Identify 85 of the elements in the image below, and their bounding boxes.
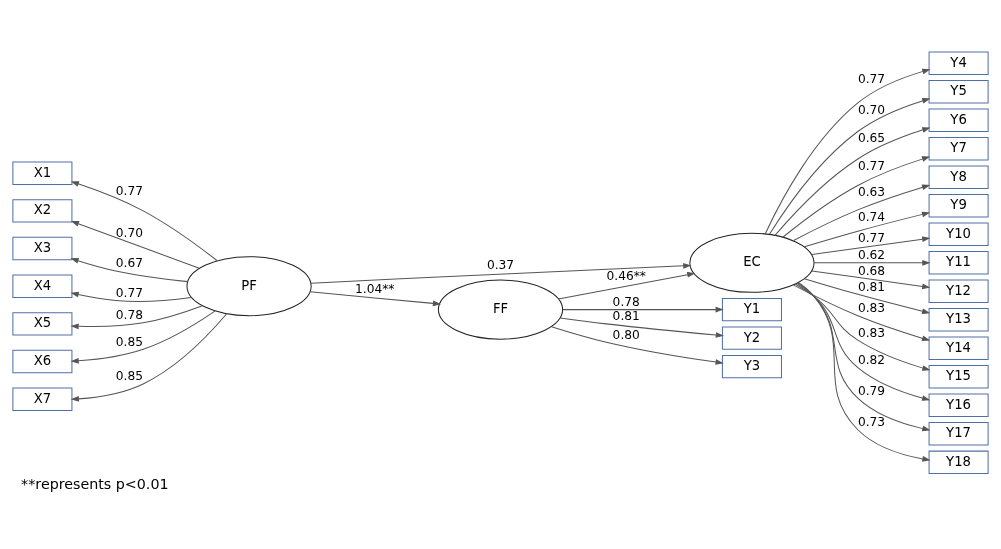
edge-label: 0.83	[857, 301, 886, 316]
edge-label: 1.04**	[355, 281, 395, 296]
edge-label: 0.77	[115, 184, 144, 199]
node-box: X4	[12, 274, 73, 298]
node-box: Y14	[928, 336, 989, 360]
node-box: Y7	[928, 137, 989, 161]
node-ellipse: PF	[186, 256, 312, 317]
edge-label: 0.81	[857, 279, 886, 294]
node-box: Y2	[721, 326, 782, 350]
arrow	[782, 156, 931, 238]
arrow	[562, 306, 724, 313]
arrow	[793, 284, 931, 341]
edge-label: 0.77	[115, 286, 144, 300]
arrow	[70, 313, 228, 402]
arrow	[797, 282, 931, 462]
node-box: X2	[12, 199, 73, 223]
edge-label: 0.68	[857, 263, 886, 278]
edge-label: 0.79	[857, 383, 886, 398]
edge-label: 0.82	[857, 353, 886, 368]
edge-label: 0.74	[857, 209, 886, 224]
edge-label: 0.37	[486, 257, 515, 272]
arrow	[764, 68, 931, 235]
arrow	[70, 258, 189, 283]
arrow	[803, 211, 931, 248]
arrow	[309, 291, 442, 307]
node-box: Y11	[928, 251, 989, 275]
node-box: Y18	[928, 450, 989, 474]
node-box: Y5	[928, 80, 989, 104]
edge-label: 0.70	[857, 102, 886, 117]
node-ellipse: FF	[437, 279, 564, 340]
node-box: Y17	[928, 422, 989, 446]
edge-label: 0.77	[857, 231, 886, 246]
arrow	[70, 310, 216, 364]
arrow	[803, 278, 931, 314]
arrow	[797, 282, 931, 432]
arrow	[310, 262, 692, 284]
node-box: Y13	[928, 308, 989, 332]
edge-label: 0.77	[857, 158, 886, 173]
edge-label: 0.62	[857, 248, 886, 263]
edge-label: 0.85	[115, 334, 144, 349]
arrow	[768, 98, 931, 235]
node-box: Y3	[721, 354, 782, 379]
edge-label: 0.78	[612, 295, 640, 310]
arrow	[794, 283, 931, 371]
edge-label: 0.85	[115, 369, 144, 384]
arrow	[70, 305, 203, 330]
arrow	[813, 259, 931, 266]
edge-label: 0.46**	[606, 268, 646, 283]
node-box: Y8	[928, 165, 989, 189]
node-ellipse: EC	[689, 232, 815, 293]
edge-label: 0.70	[115, 225, 144, 240]
arrow	[559, 317, 724, 338]
node-box: Y9	[928, 194, 989, 218]
arrow	[70, 291, 192, 302]
arrow	[796, 282, 931, 401]
edge-label: 0.80	[612, 327, 640, 342]
edge-label: 0.81	[612, 309, 640, 324]
caption: **represents p<0.01	[21, 475, 169, 492]
edge-label: 0.77	[857, 72, 886, 87]
node-box: Y15	[928, 365, 989, 389]
arrow	[551, 326, 724, 365]
node-box: Y1	[721, 297, 782, 322]
node-box: Y12	[928, 279, 989, 303]
arrow	[70, 181, 218, 261]
edge-label: 0.78	[115, 308, 144, 323]
node-box: X5	[12, 312, 73, 336]
edge-label: 0.65	[857, 131, 886, 146]
arrow	[811, 270, 931, 290]
node-box: X7	[12, 387, 73, 411]
node-box: Y4	[928, 51, 989, 75]
arrow	[70, 220, 200, 269]
node-box: X6	[12, 349, 73, 374]
arrow	[793, 184, 931, 241]
edge-label: 0.67	[115, 256, 144, 271]
arrow	[557, 271, 696, 300]
edge-label: 0.83	[857, 325, 886, 340]
node-box: Y10	[928, 222, 989, 246]
arrow	[811, 236, 931, 256]
node-box: X1	[12, 161, 73, 185]
node-box: Y6	[928, 108, 989, 132]
edge-label: 0.63	[857, 185, 886, 200]
arrow	[774, 127, 931, 236]
node-box: Y16	[928, 393, 989, 417]
node-box: X3	[12, 236, 73, 261]
edge-label: 0.73	[857, 415, 886, 430]
